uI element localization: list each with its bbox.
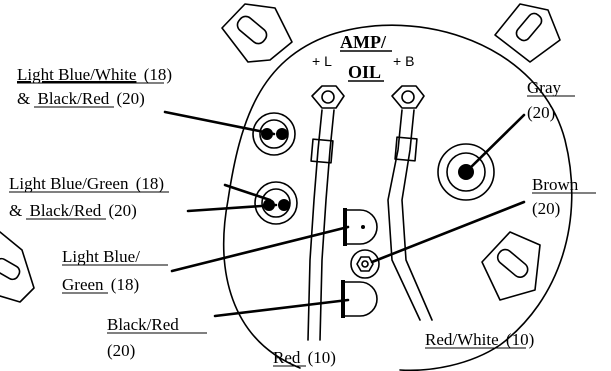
label-light-blue-white: Light Blue/White (18) xyxy=(17,65,172,84)
stud-l xyxy=(311,85,345,109)
stud-b xyxy=(391,85,425,109)
label-black-red-bottom: Black/Red xyxy=(107,315,179,334)
label-black-red-bottom-gauge: (20) xyxy=(107,341,135,360)
socket-light-blue-white xyxy=(252,112,296,156)
gauge-housing xyxy=(222,24,573,371)
red-cable xyxy=(307,109,335,341)
brown-terminal-nut xyxy=(350,249,380,279)
label-light-blue-green-spade-1: Light Blue/ xyxy=(62,247,140,266)
spade-black-red xyxy=(341,280,378,318)
oil-title: OIL xyxy=(348,62,381,82)
terminal-b-label: + B xyxy=(393,53,414,69)
left-bracket-partial xyxy=(0,231,35,303)
lower-right-bracket xyxy=(481,231,541,301)
label-black-red-top: & Black/Red (20) xyxy=(17,89,145,108)
label-gray: Gray xyxy=(527,78,561,97)
label-brown-gauge: (20) xyxy=(532,199,560,218)
top-left-bracket xyxy=(221,3,293,63)
label-red: Red (10) xyxy=(273,348,336,367)
amp-title: AMP/ xyxy=(340,32,387,52)
label-light-blue-green-spade-2: Green (18) xyxy=(62,275,139,294)
label-brown: Brown xyxy=(532,175,579,194)
label-gray-gauge: (20) xyxy=(527,103,555,122)
red-white-cable xyxy=(387,109,433,321)
socket-light-blue-green xyxy=(254,181,298,225)
leader-lines xyxy=(163,110,526,318)
top-right-bracket xyxy=(494,3,561,63)
spade-light-blue-green xyxy=(343,208,378,246)
terminal-l-label: + L xyxy=(312,53,332,69)
label-red-white: Red/White (10) xyxy=(425,330,534,349)
label-light-blue-green: Light Blue/Green (18) xyxy=(9,174,164,193)
label-black-red-middle: & Black/Red (20) xyxy=(9,201,137,220)
